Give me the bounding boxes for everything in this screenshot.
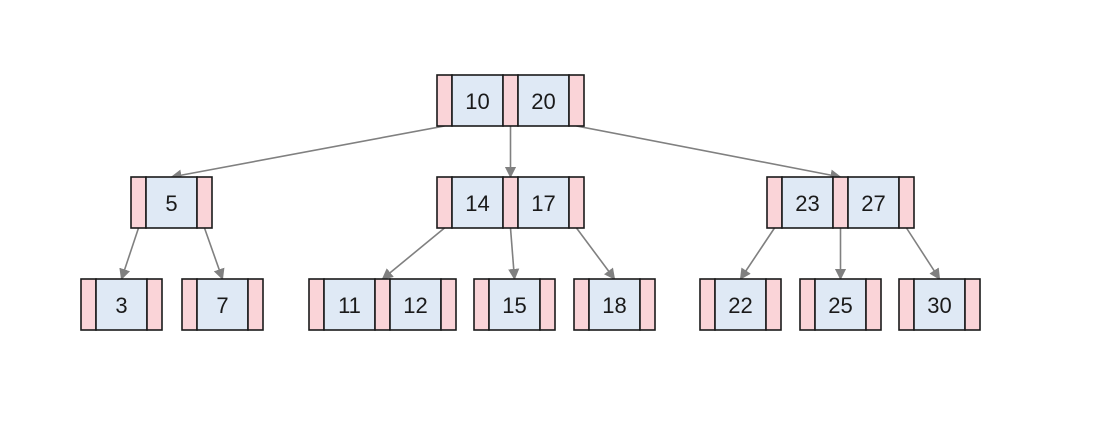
pointer-cell xyxy=(898,278,915,331)
tree-node-11-12: 11 12 xyxy=(308,278,457,331)
key-cell xyxy=(588,278,641,331)
key-label: 5 xyxy=(165,191,177,216)
pointer-cell xyxy=(436,176,453,229)
tree-node-10-20: 10 20 xyxy=(436,74,585,127)
pointer-cell xyxy=(865,278,882,331)
pointer-cell xyxy=(832,176,849,229)
key-label: 18 xyxy=(602,293,626,318)
key-cell xyxy=(814,278,867,331)
pointer-cell xyxy=(181,278,198,331)
key-cell xyxy=(389,278,442,331)
pointer-cell xyxy=(473,278,490,331)
key-label: 25 xyxy=(828,293,852,318)
pointer-cell xyxy=(436,74,453,127)
key-label: 10 xyxy=(465,89,489,114)
tree-node-5: 5 xyxy=(130,176,213,229)
key-label: 20 xyxy=(531,89,555,114)
pointer-cell xyxy=(573,278,590,331)
tree-node-7: 7 xyxy=(181,278,264,331)
pointer-cell xyxy=(568,176,585,229)
tree-node-3: 3 xyxy=(80,278,163,331)
key-cell xyxy=(913,278,966,331)
edge-n10_20-to-n23_27 xyxy=(576,125,842,181)
pointer-cell xyxy=(639,278,656,331)
nodes-layer: 10 20 5 14 17 23 27 3 7 11 12 15 18 22 25 30 xyxy=(80,74,981,331)
pointer-cell xyxy=(765,278,782,331)
edge-n14_17-to-n11_12 xyxy=(381,227,446,280)
key-cell xyxy=(196,278,249,331)
pointer-cell xyxy=(964,278,981,331)
edges-layer xyxy=(119,125,941,281)
key-label: 14 xyxy=(465,191,489,216)
key-cell xyxy=(517,176,570,229)
key-cell xyxy=(781,176,834,229)
key-label: 15 xyxy=(502,293,526,318)
pointer-cell xyxy=(130,176,147,229)
edge-n23_27-to-n30 xyxy=(905,227,941,280)
edge-n14_17-to-n18 xyxy=(575,227,616,280)
tree-node-18: 18 xyxy=(573,278,656,331)
pointer-cell xyxy=(502,176,519,229)
tree-node-15: 15 xyxy=(473,278,556,331)
edge-n23_27-to-n22 xyxy=(739,227,776,280)
key-label: 3 xyxy=(115,293,127,318)
key-label: 17 xyxy=(531,191,555,216)
key-label: 27 xyxy=(861,191,885,216)
pointer-cell xyxy=(80,278,97,331)
pointer-cell xyxy=(539,278,556,331)
key-cell xyxy=(451,74,504,127)
tree-node-22: 22 xyxy=(699,278,782,331)
key-label: 7 xyxy=(216,293,228,318)
pointer-cell xyxy=(308,278,325,331)
pointer-cell xyxy=(699,278,716,331)
pointer-cell xyxy=(568,74,585,127)
pointer-cell xyxy=(196,176,213,229)
key-label: 11 xyxy=(338,293,361,318)
pointer-cell xyxy=(502,74,519,127)
tree-node-23-27: 23 27 xyxy=(766,176,915,229)
key-label: 30 xyxy=(927,293,951,318)
tree-node-30: 30 xyxy=(898,278,981,331)
key-cell xyxy=(488,278,541,331)
key-cell xyxy=(714,278,767,331)
key-label: 12 xyxy=(403,293,427,318)
edge-n5-to-n3 xyxy=(119,227,140,281)
edge-n5-to-n7 xyxy=(203,227,225,281)
pointer-cell xyxy=(440,278,457,331)
key-label: 22 xyxy=(728,293,752,318)
pointer-cell xyxy=(898,176,915,229)
pointer-cell xyxy=(799,278,816,331)
pointer-cell xyxy=(766,176,783,229)
key-cell xyxy=(517,74,570,127)
pointer-cell xyxy=(146,278,163,331)
edge-n14_17-to-n15 xyxy=(508,227,520,281)
tree-node-25: 25 xyxy=(799,278,882,331)
pointer-cell xyxy=(374,278,391,331)
key-cell xyxy=(847,176,900,229)
key-cell xyxy=(451,176,504,229)
pointer-cell xyxy=(247,278,264,331)
key-label: 23 xyxy=(795,191,819,216)
edge-n10_20-to-n5 xyxy=(170,125,445,181)
tree-node-14-17: 14 17 xyxy=(436,176,585,229)
